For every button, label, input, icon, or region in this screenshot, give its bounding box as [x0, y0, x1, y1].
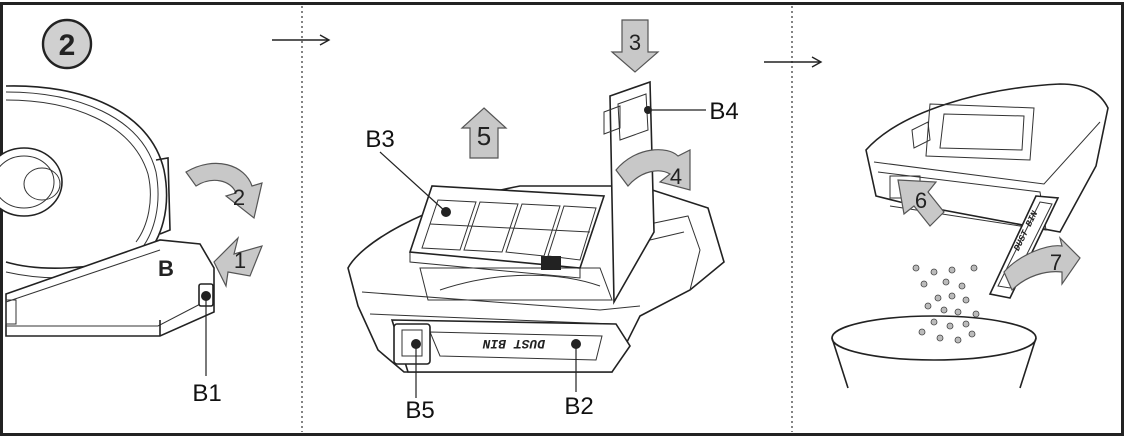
step-arrow-3: 3 — [610, 19, 660, 73]
svg-text:3: 3 — [629, 30, 641, 55]
svg-text:5: 5 — [477, 121, 491, 151]
step-arrow-6: 6 — [897, 179, 945, 227]
robot-illustration — [0, 85, 215, 337]
flow-arrow-2 — [764, 56, 823, 68]
label-B2: B2 — [564, 393, 593, 420]
svg-text:6: 6 — [915, 188, 927, 213]
svg-text:2: 2 — [59, 29, 76, 62]
svg-text:1: 1 — [234, 248, 246, 273]
label-B: B — [158, 256, 174, 281]
step-arrow-2: 2 — [185, 162, 263, 220]
step-badge: 2 — [41, 18, 93, 70]
label-B5: B5 — [405, 397, 434, 424]
step-arrow-1: 1 — [213, 236, 264, 288]
dust-bin-print: DUST BIN — [483, 336, 546, 351]
flow-arrow-1 — [272, 34, 331, 46]
label-B3: B3 — [365, 126, 394, 153]
svg-text:2: 2 — [233, 185, 245, 210]
leader-B3 — [379, 151, 447, 213]
step-arrow-7: 7 — [1003, 236, 1081, 292]
label-B1: B1 — [192, 380, 221, 407]
trash-bin — [831, 315, 1037, 389]
step-arrow-4: 4 — [615, 149, 691, 191]
step-arrow-5: 5 — [460, 107, 508, 159]
label-B4: B4 — [709, 98, 738, 125]
svg-text:4: 4 — [670, 164, 682, 189]
falling-debris — [912, 264, 980, 344]
dust-bin-open — [347, 80, 725, 373]
svg-text:7: 7 — [1050, 250, 1062, 275]
